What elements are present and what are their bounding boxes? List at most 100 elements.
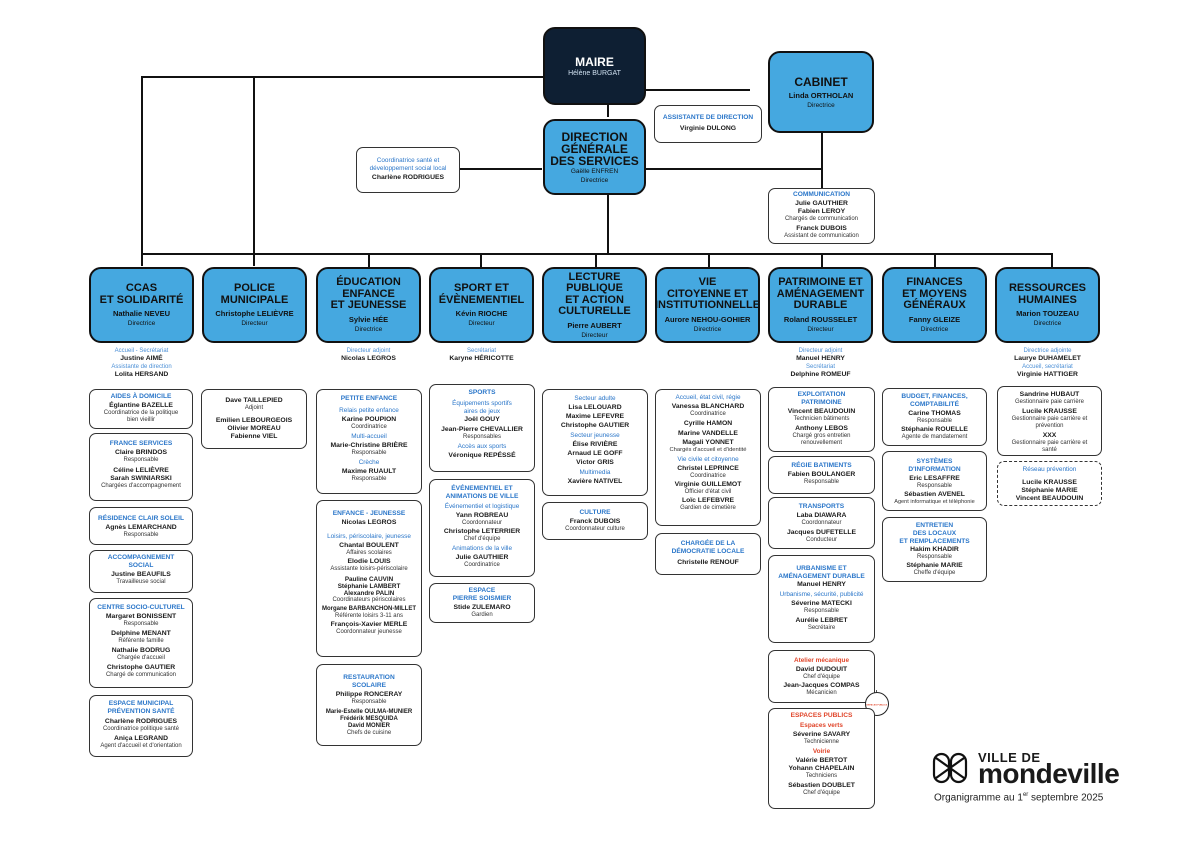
urbanisme-box[interactable]: URBANISME ET AMÉNAGEMENT DURABLE Manuel … <box>768 555 875 643</box>
department-title-line: POLICE <box>234 282 275 294</box>
espace-pierre-soismier-box[interactable]: ESPACE PIERRE SOISMIER Stide ZULEMARO Ga… <box>429 583 535 623</box>
department-head-role: Directrice <box>1033 320 1062 327</box>
budget-title-2: COMPTABILITÉ <box>910 401 959 408</box>
support-name: Karyne HÉRICOTTE <box>449 355 514 362</box>
france-role-2: Chargées d'accompagnement <box>101 483 181 489</box>
culture-box[interactable]: CULTURE Franck DUBOIS Coordonnateur cult… <box>542 502 648 540</box>
department-head-name: Nathalie NEVEU <box>112 309 171 318</box>
reseau-prevention-box[interactable]: Réseau prévention Lucile KRAUSSE Stéphan… <box>997 461 1102 506</box>
espace-title-2: PIERRE SOISMIER <box>452 595 512 602</box>
support-label: Directrice adjointe <box>1023 348 1072 354</box>
logo-line-2: mondeville <box>978 758 1120 789</box>
petite-sub: Crèche <box>358 459 380 466</box>
rh-name: Lucile KRAUSSE <box>1022 408 1077 415</box>
department-title-line: ÉVÈNEMENTIEL <box>438 293 525 306</box>
petite-name: Maxime RUAULT <box>341 468 397 475</box>
espaces-publics-box[interactable]: ESPACES PUBLICS Espaces verts Séverine S… <box>768 708 875 809</box>
jeunesse-title: ENFANCE - JEUNESSE <box>332 510 406 517</box>
police-agent-2: Olivier MOREAU <box>227 425 281 432</box>
france-services-box[interactable]: FRANCE SERVICES Claire BRINDOS Responsab… <box>89 433 193 501</box>
democratie-title-1: CHARGÉE DE LA <box>680 540 736 547</box>
espaces-name-3: Yohann CHAPELAIN <box>788 765 855 772</box>
france-name: Claire BRINDOS <box>114 449 168 456</box>
vie-agent-1: Cyrille HAMON <box>683 420 733 427</box>
accomp-role: Travailleuse social <box>116 579 166 585</box>
dgs-box[interactable]: DIRECTION GÉNÉRALE DES SERVICES Gaëlle E… <box>543 119 646 195</box>
transports-title: TRANSPORTS <box>798 503 845 510</box>
france-name-2: Céline LELIÈVRE <box>113 467 169 474</box>
jeunesse-p3-role: Coordinateurs périscolaires <box>332 597 406 603</box>
accueil-etat-civil-box[interactable]: Accueil, état civil, régie Vanessa BLANC… <box>655 389 761 526</box>
department-head-role: Directeur <box>581 331 608 339</box>
democratie-locale-box[interactable]: CHARGÉE DE LA DÉMOCRATIE LOCALE Christel… <box>655 533 761 575</box>
espace-prevention-sante-box[interactable]: ESPACE MUNICIPAL PRÉVENTION SANTÉ Charlè… <box>89 695 193 757</box>
budget-p1-role: Responsable <box>916 418 953 424</box>
maire-box[interactable]: MAIRE Hélène BURGAT <box>543 27 646 105</box>
event-title-1: ÉVÉNEMENTIEL ET <box>451 485 513 492</box>
sports-box[interactable]: SPORTS Équipements sportifs aires de jeu… <box>429 384 535 472</box>
sports-title: SPORTS <box>468 389 496 396</box>
empsante-person-name: Charlène RODRIGUES <box>104 718 178 725</box>
culture-role: Coordonnateur culture <box>565 526 625 532</box>
dgs-title-1: DIRECTION <box>561 129 628 144</box>
evenementiel-box[interactable]: ÉVÉNEMENTIEL ET ANIMATIONS DE VILLE Évén… <box>429 479 535 577</box>
atelier-mecanique-box[interactable]: Atelier mécanique David DUDOUIT Chef d'é… <box>768 650 875 703</box>
dgs-title-2: GÉNÉRALE <box>561 141 628 156</box>
rh-role: santé <box>1042 447 1057 453</box>
atelier-title: Atelier mécanique <box>793 657 850 664</box>
support-label: Directeur adjoint <box>798 348 843 354</box>
cabinet-box[interactable]: CABINET Linda ORTHOLAN Directrice <box>768 51 874 133</box>
sports-role-1: Responsables <box>462 434 502 440</box>
cabinet-name: Linda ORTHOLAN <box>788 90 854 100</box>
restauration-scolaire-box[interactable]: RESTAURATION SCOLAIRE Philippe RONCERAY … <box>316 664 422 746</box>
vie-p3-name: Virginie GUILLEMOT <box>674 481 742 488</box>
entretien-locaux-box[interactable]: ENTRETIEN DES LOCAUX ET REMPLACEMENTS Ha… <box>882 517 987 582</box>
espaces-p1-name: Séverine SAVARY <box>792 731 851 738</box>
exploitation-patrimoine-box[interactable]: EXPLOITATION PATRIMOINE Vincent BEAUDOUI… <box>768 387 875 452</box>
rh-role: Gestionnaire paie carrière et <box>1011 416 1088 422</box>
accompagnement-box[interactable]: ACCOMPAGNEMENT SOCIAL Justine BEAUFILS T… <box>89 550 193 593</box>
aides-domicile-box[interactable]: AIDES À DOMICILE Églantine BAZELLE Coord… <box>89 389 193 429</box>
si-p1-role: Responsable <box>916 483 953 489</box>
aides-role-1: Coordinatrice de la politique <box>103 410 179 416</box>
regie-title: RÉGIE BATIMENTS <box>791 462 852 469</box>
systemes-information-box[interactable]: SYSTÈMES D'INFORMATION Eric LESAFFRE Res… <box>882 451 987 511</box>
jeunesse-p2-name: Elodie LOUIS <box>347 558 391 565</box>
transports-box[interactable]: TRANSPORTS Laba DIAWARA Coordonnateur Ja… <box>768 497 875 549</box>
enfance-jeunesse-box[interactable]: ENFANCE - JEUNESSE Nicolas LEGROS Loisir… <box>316 500 422 657</box>
jeunesse-p3-name-3: Alexandre PALIN <box>343 590 395 597</box>
maire-name: Hélène BURGAT <box>568 69 621 77</box>
coord-sante-box[interactable]: Coordinatrice santé et développement soc… <box>356 147 460 193</box>
budget-finances-box[interactable]: BUDGET, FINANCES, COMPTABILITÉ Carine TH… <box>882 388 987 446</box>
assistante-direction-box[interactable]: ASSISTANTE DE DIRECTION Virginie DULONG <box>654 105 762 143</box>
empsante-person-role: Coordinatrice politique santé <box>102 726 180 732</box>
regie-batiments-box[interactable]: RÉGIE BATIMENTS Fabien BOULANGER Respons… <box>768 456 875 494</box>
logo-line-1: VILLE DE <box>978 750 1041 765</box>
budget-p1-name: Carine THOMAS <box>908 410 961 417</box>
department-head-name: Aurore NEHOU-GOHIER <box>664 314 751 324</box>
jeunesse-lead: Nicolas LEGROS <box>341 519 397 526</box>
residence-name: Agnès LEMARCHAND <box>105 524 177 531</box>
police-team-box[interactable]: Dave TAILLEPIED Adjoint Emilien LEBOURGE… <box>201 389 307 449</box>
residence-box[interactable]: RÉSIDENCE CLAIR SOLEIL Agnès LEMARCHAND … <box>89 507 193 545</box>
espaces-title: ESPACES PUBLICS <box>790 712 853 719</box>
jeunesse-p4-name: Morgane BARBANCHON-MILLET <box>322 606 416 612</box>
urbanisme-p2-name: Aurélie LEBRET <box>795 617 848 624</box>
event-title-2: ANIMATIONS DE VILLE <box>445 493 519 500</box>
centre-socio-culturel-box[interactable]: CENTRE SOCIO-CULTUREL Margaret BONISSENT… <box>89 598 193 688</box>
communication-box[interactable]: COMMUNICATION Julie GAUTHIER Fabien LERO… <box>768 188 875 244</box>
espace-name: Stide ZULEMARO <box>453 604 511 611</box>
